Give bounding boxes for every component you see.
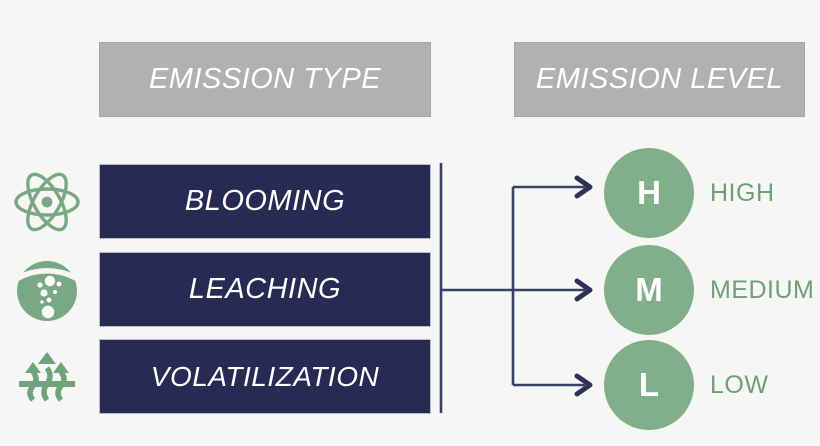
rising-vapor-arrows-icon bbox=[4, 341, 90, 413]
emission-type-box-leaching: LEACHING bbox=[99, 252, 431, 327]
column-header-emission-level: EMISSION LEVEL bbox=[514, 42, 805, 117]
emission-type-box-volatilization: VOLATILIZATION bbox=[99, 339, 431, 414]
atom-icon bbox=[4, 166, 90, 238]
level-circle-medium: M bbox=[604, 245, 694, 335]
emission-type-box-blooming: BLOOMING bbox=[99, 164, 431, 239]
droplet-bubbles-icon bbox=[4, 254, 90, 326]
emission-level-row: M MEDIUM bbox=[604, 244, 820, 336]
emission-type-row: LEACHING bbox=[0, 252, 445, 327]
emission-level-row: L LOW bbox=[604, 339, 820, 431]
emission-level-row: H HIGH bbox=[604, 147, 820, 239]
level-label-low: LOW bbox=[710, 370, 769, 399]
column-header-emission-type: EMISSION TYPE bbox=[99, 42, 431, 117]
level-label-high: HIGH bbox=[710, 178, 775, 207]
level-label-medium: MEDIUM bbox=[710, 275, 815, 304]
emission-type-row: BLOOMING bbox=[0, 164, 445, 239]
level-circle-high: H bbox=[604, 148, 694, 238]
emission-type-row: VOLATILIZATION bbox=[0, 339, 445, 414]
level-circle-low: L bbox=[604, 340, 694, 430]
